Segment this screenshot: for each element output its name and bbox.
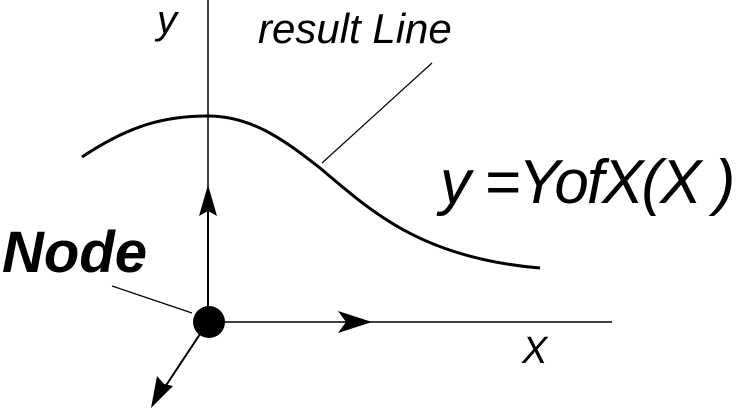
- node-label: Node: [2, 220, 147, 285]
- y-axis-label: y: [157, 0, 177, 42]
- x-axis-label: X: [522, 330, 548, 372]
- node-leader: [111, 285, 193, 314]
- node-dot: [193, 306, 225, 338]
- result-line-leader: [321, 62, 433, 164]
- x-direction-arrowhead: [338, 311, 372, 333]
- result-curve: [81, 114, 541, 270]
- z-direction-arrowhead: [151, 376, 173, 408]
- equation-label: y =YofX(X ): [440, 148, 735, 217]
- y-direction-arrowhead: [199, 185, 217, 216]
- result-line-label: result Line: [258, 5, 452, 52]
